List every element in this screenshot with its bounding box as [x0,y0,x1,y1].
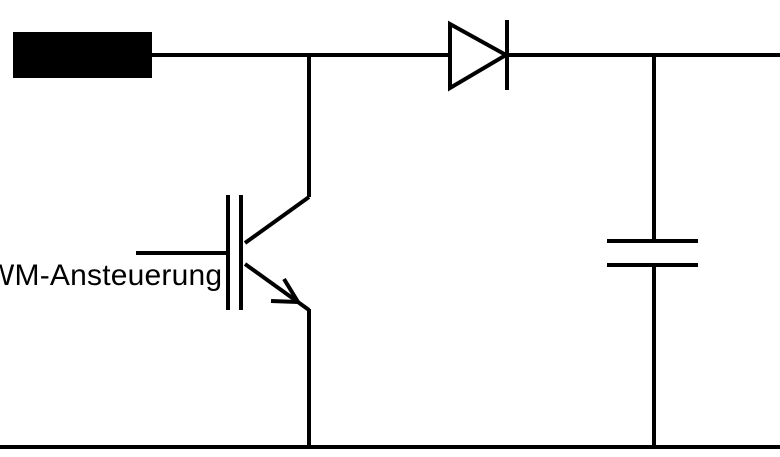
diode-triangle [448,20,511,92]
emitter-arrow-icon [270,277,302,305]
inductor-symbol [13,32,152,78]
collector-diagonal [243,195,311,245]
gate-drive-label: WM-Ansteuerung [0,259,223,292]
